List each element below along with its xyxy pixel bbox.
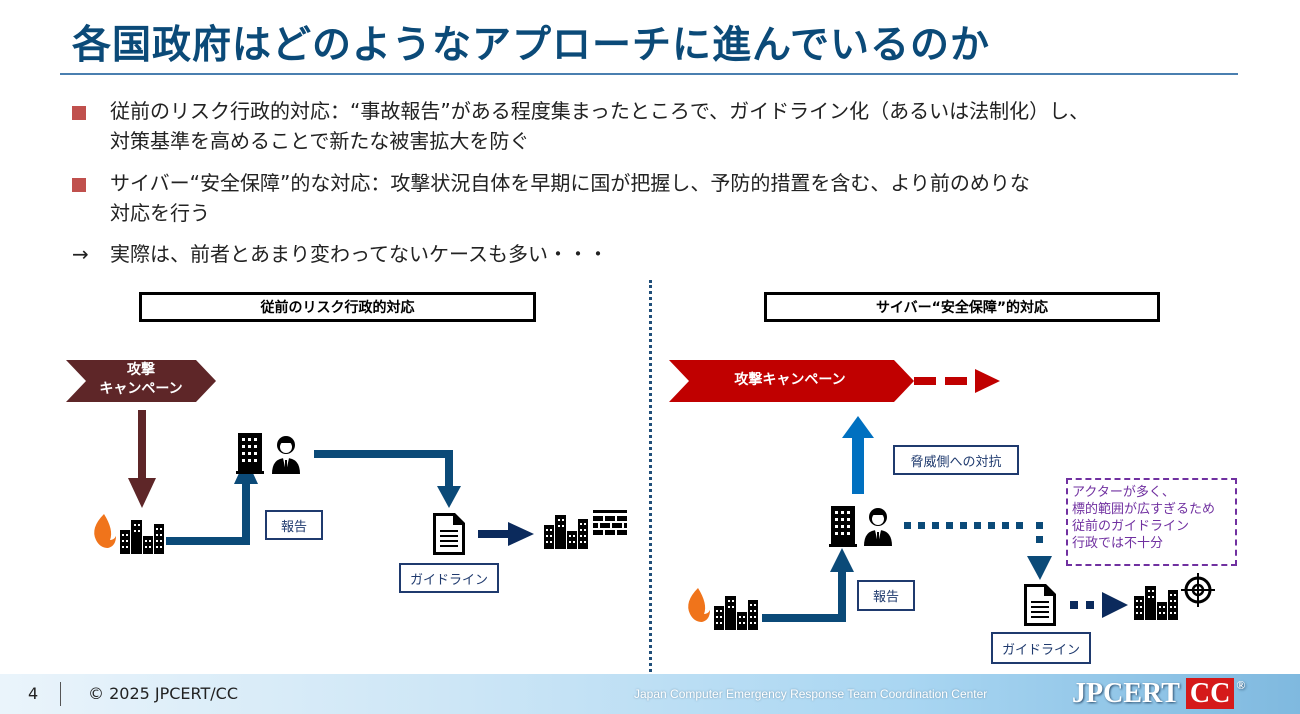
right-panel-header: サイバー“安全保障”的対応 [764,292,1160,322]
government-building-icon [236,433,264,474]
left-campaign-line-2: キャンペーン [99,381,183,397]
right-guideline-dotted-arrow [904,522,1052,580]
footer-separator [60,682,61,706]
right-report-arrow [762,548,854,622]
counter-threat-label: 脅威側への対抗 [893,445,1019,475]
fire-icon [94,514,116,548]
left-guideline-label: ガイドライン [399,563,499,593]
bullet-item-2: サイバー“安全保障”的な対応：攻撃状況自体を早期に国が把握し、予防的措置を含む、… [72,168,1030,228]
victim-buildings-icon [120,520,164,554]
left-guideline-arrow [314,450,461,508]
note-line-3: 従前のガイドライン [1072,519,1190,534]
victim-buildings-icon [714,596,758,630]
left-panel-header: 従前のリスク行政的対応 [139,292,536,322]
protected-buildings-icon [544,515,588,549]
insufficiency-note: アクターが多く、 標的範囲が広すぎるため 従前のガイドライン 行政では不十分 [1066,478,1237,566]
conclusion-line: → 実際は、前者とあまり変わってないケースも多い・・・ [72,238,608,267]
bullet-2-line-1: サイバー“安全保障”的な対応：攻撃状況自体を早期に国が把握し、予防的措置を含む、… [110,171,1030,195]
copyright: © 2025 JPCERT/CC [88,684,238,703]
left-campaign-line-1: 攻撃 [127,362,155,378]
registered-mark: ® [1236,678,1246,692]
target-crosshair-icon [1181,573,1215,607]
right-campaign-label: 攻撃キャンペーン [734,372,846,388]
fire-icon [688,588,710,622]
right-arrow-icon: → [72,242,89,266]
right-apply-dotted-arrow [1070,592,1128,618]
note-line-4: 行政では不十分 [1072,536,1164,551]
guideline-document-icon [433,513,465,555]
guideline-document-icon [1024,584,1056,626]
panel-divider [649,280,652,672]
footer-bar: 4 © 2025 JPCERT/CC Japan Computer Emerge… [0,674,1300,714]
left-campaign-chevron [66,360,216,402]
bullet-2-line-2: 対応を行う [110,201,210,225]
bullet-item-1: 従前のリスク行政的対応：“事故報告”がある程度集まったところで、ガイドライン化（… [72,96,1089,156]
left-report-label: 報告 [265,510,323,540]
bullet-square-icon [72,178,86,192]
right-campaign-dashed-arrow [914,369,1000,393]
official-person-icon [272,436,300,474]
bullet-square-icon [72,106,86,120]
left-campaign-label: 攻撃 キャンペーン [84,361,198,399]
note-line-1: アクターが多く、 [1072,485,1175,500]
left-apply-arrow [478,522,534,546]
page-title: 各国政府はどのようなアプローチに進んでいるのか [72,23,991,68]
government-building-icon [829,506,857,547]
logo-main-text: JPCERT [1072,678,1180,709]
note-line-2: 標的範囲が広すぎるため [1072,502,1216,517]
targeted-buildings-icon [1134,586,1178,620]
page-number: 4 [28,684,39,703]
title-rule [60,73,1238,75]
conclusion-text: 実際は、前者とあまり変わってないケースも多い・・・ [110,242,608,266]
bullet-1-line-1: 従前のリスク行政的対応：“事故報告”がある程度集まったところで、ガイドライン化（… [110,99,1090,123]
right-report-label: 報告 [857,580,915,611]
logo-cc-text: CC [1185,678,1235,709]
right-guideline-label: ガイドライン [991,632,1091,664]
counter-attack-arrow [842,416,874,494]
official-person-icon [864,508,892,546]
organization-name: Japan Computer Emergency Response Team C… [634,687,988,701]
right-campaign-chevron [669,360,914,402]
left-attack-arrow [128,410,156,508]
bullet-1-line-2: 対策基準を高めることで新たな被害拡大を防ぐ [110,129,530,153]
firewall-icon [593,510,627,535]
